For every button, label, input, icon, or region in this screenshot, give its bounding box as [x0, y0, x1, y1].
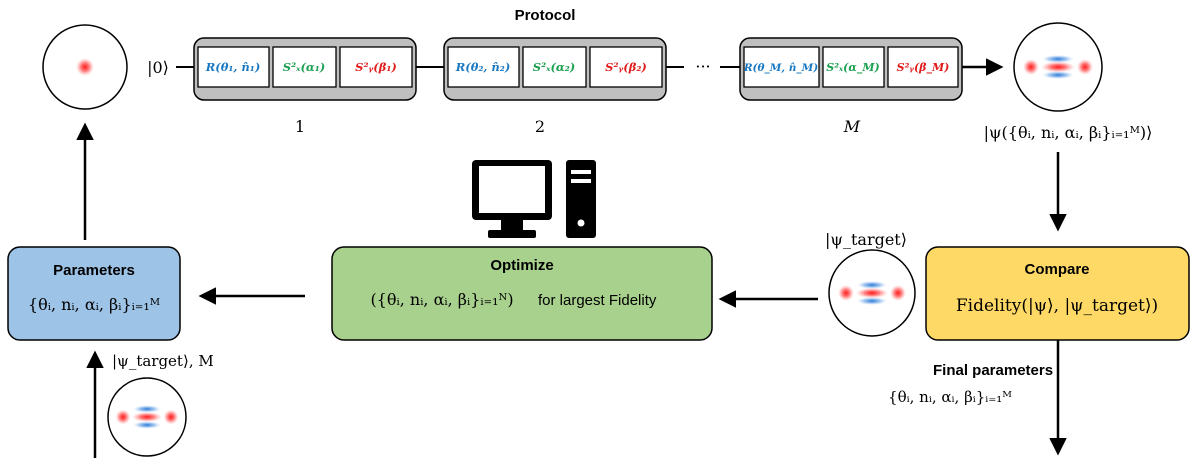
block-label-M: M [843, 117, 861, 136]
target-state-circle-input [107, 377, 187, 457]
start-state-label: |0⟩ [147, 58, 169, 77]
compare-title: Compare [1024, 261, 1089, 278]
rotation-gate-M: R(θ_M, n̂_M) [743, 62, 818, 75]
block-label-1: 1 [295, 117, 305, 136]
rotation-gate-1: R(θ₁, n̂₁) [205, 60, 261, 74]
parameters-box [7, 246, 181, 341]
squeeze-y-gate-2: S²ᵧ(β₂) [605, 60, 647, 74]
squeeze-x-gate-1: S²ₓ(α₁) [283, 60, 325, 74]
squeeze-x-gate-M: S²ₓ(α_M) [826, 61, 879, 75]
protocol-title: Protocol [515, 7, 576, 24]
compare-box [925, 246, 1190, 341]
output-state-label: |ψ({θᵢ, nᵢ, αᵢ, βᵢ}ᵢ₌₁ᴹ)⟩ [984, 123, 1153, 142]
rotation-gate-2: R(θ₂, n̂₂) [455, 60, 511, 74]
block-label-2: 2 [535, 117, 545, 136]
protocol-ellipsis: ··· [695, 57, 710, 76]
squeeze-y-gate-1: S²ᵧ(β₁) [355, 60, 397, 74]
optimize-title: Optimize [490, 257, 553, 274]
computer-icon [472, 160, 596, 238]
final-title: Final parameters [933, 362, 1053, 379]
final-formula: {θᵢ, nᵢ, αᵢ, βᵢ}ᵢ₌₁ᴹ [888, 388, 1012, 406]
compare-target-label: |ψ_target⟩ [825, 230, 907, 249]
optimize-formula: ({θᵢ, nᵢ, αᵢ, βᵢ}ᵢ₌₁ᴺ) [370, 290, 513, 309]
target-state-circle-compare [828, 249, 916, 337]
protocol-block-1: R(θ₁, n̂₁) S²ₓ(α₁) S²ᵧ(β₁) [193, 37, 417, 101]
protocol-block-2: R(θ₂, n̂₂) S²ₓ(α₂) S²ᵧ(β₂) [443, 37, 667, 101]
output-state-circle [1013, 22, 1103, 112]
optimize-box [331, 246, 713, 341]
squeeze-x-gate-2: S²ₓ(α₂) [533, 60, 575, 74]
squeeze-y-gate-M: S²ᵧ(β_M) [897, 61, 950, 75]
compare-formula: Fidelity(|ψ⟩, |ψ_target⟩) [956, 296, 1158, 316]
protocol-block-M: R(θ_M, n̂_M) S²ₓ(α_M) S²ᵧ(β_M) [739, 37, 963, 101]
optimize-suffix: for largest Fidelity [538, 292, 657, 309]
initial-state-circle [42, 24, 128, 110]
parameters-title: Parameters [53, 262, 135, 279]
parameters-formula: {θᵢ, nᵢ, αᵢ, βᵢ}ᵢ₌₁ᴹ [28, 295, 160, 314]
parameters-input-label: |ψ_target⟩, M [112, 352, 214, 370]
